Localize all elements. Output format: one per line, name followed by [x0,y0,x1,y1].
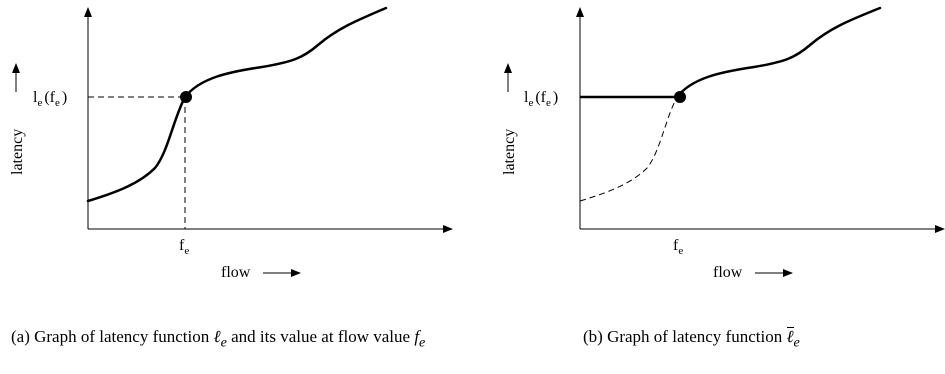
panel-b-y-axis-label: latency [501,129,518,175]
caption-a-symbol-latency: ℓ [213,327,221,346]
caption-a-symbol-flow: f [414,327,420,346]
panel-b-operating-point [674,91,686,103]
caption-a-symbol-flow-sub: e [419,334,426,351]
panel-b-latency-curve [675,6,882,99]
panel-a-operating-point [180,91,192,103]
caption-a: (a) Graph of latency function ℓe and its… [11,326,461,353]
caption-b: (b) Graph of latency function ℓe [583,326,933,353]
panel-a-x-tick-label: fe [179,237,189,257]
caption-b-prefix: (b) Graph of latency function [583,327,787,346]
caption-a-symbol-latency-sub: e [220,334,227,351]
caption-b-symbol-latency-bar: ℓ [786,327,794,346]
caption-b-symbol-latency-sub: e [793,334,800,351]
panel-b-original-curve-dashed [579,96,678,202]
caption-a-prefix: (a) Graph of latency function [11,327,214,346]
panel-a-x-axis-label: flow [221,264,251,281]
panel-a-latency-curve [86,6,388,203]
panel-b-y-tick-label: le(fe) [524,89,558,109]
panel-a: le(fe) latency fe flow [9,6,453,281]
panel-a-y-tick-label: le(fe) [33,89,67,109]
panel-b-x-axis-label: flow [713,264,743,281]
panel-a-y-axis-label: latency [9,129,26,175]
panel-b: le(fe) latency fe flow [501,6,945,281]
caption-a-middle: and its value at flow value [226,327,415,346]
panel-b-x-tick-label: fe [673,237,683,257]
